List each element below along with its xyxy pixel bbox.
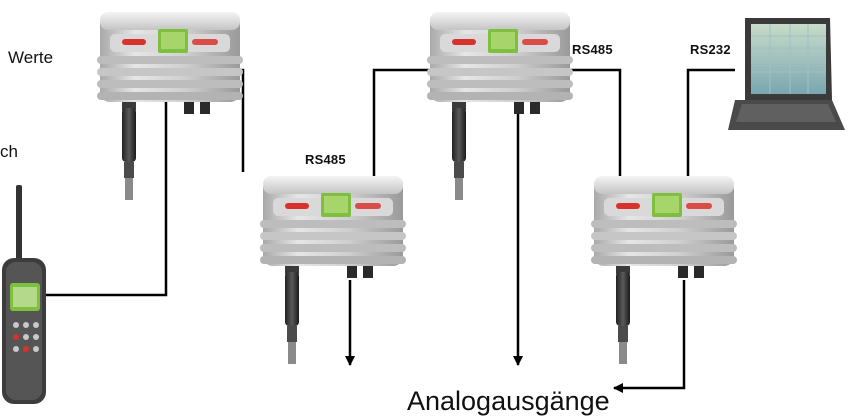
- wire-rs232: [686, 68, 735, 178]
- transmitter-4: [591, 176, 737, 364]
- wire-handheld: [38, 68, 245, 297]
- wire-rs485-b: [570, 68, 622, 178]
- wire-rs485-a: [372, 68, 430, 178]
- transmitter-1: [97, 12, 243, 200]
- bus-label-rs232: RS232: [690, 42, 731, 57]
- handheld-meter: [2, 185, 46, 404]
- bus-label-rs485-a: RS485: [305, 152, 346, 167]
- transmitter-2: [260, 176, 406, 364]
- bus-label-rs485-b: RS485: [572, 42, 613, 57]
- analog-arrow-3: [613, 280, 686, 393]
- laptop: [728, 18, 845, 130]
- transmitter-3: [427, 12, 573, 200]
- side-text-werte: Werte: [8, 48, 54, 67]
- analog-outputs-label: Analogausgänge: [407, 386, 610, 416]
- side-text-ch: ch: [0, 142, 18, 161]
